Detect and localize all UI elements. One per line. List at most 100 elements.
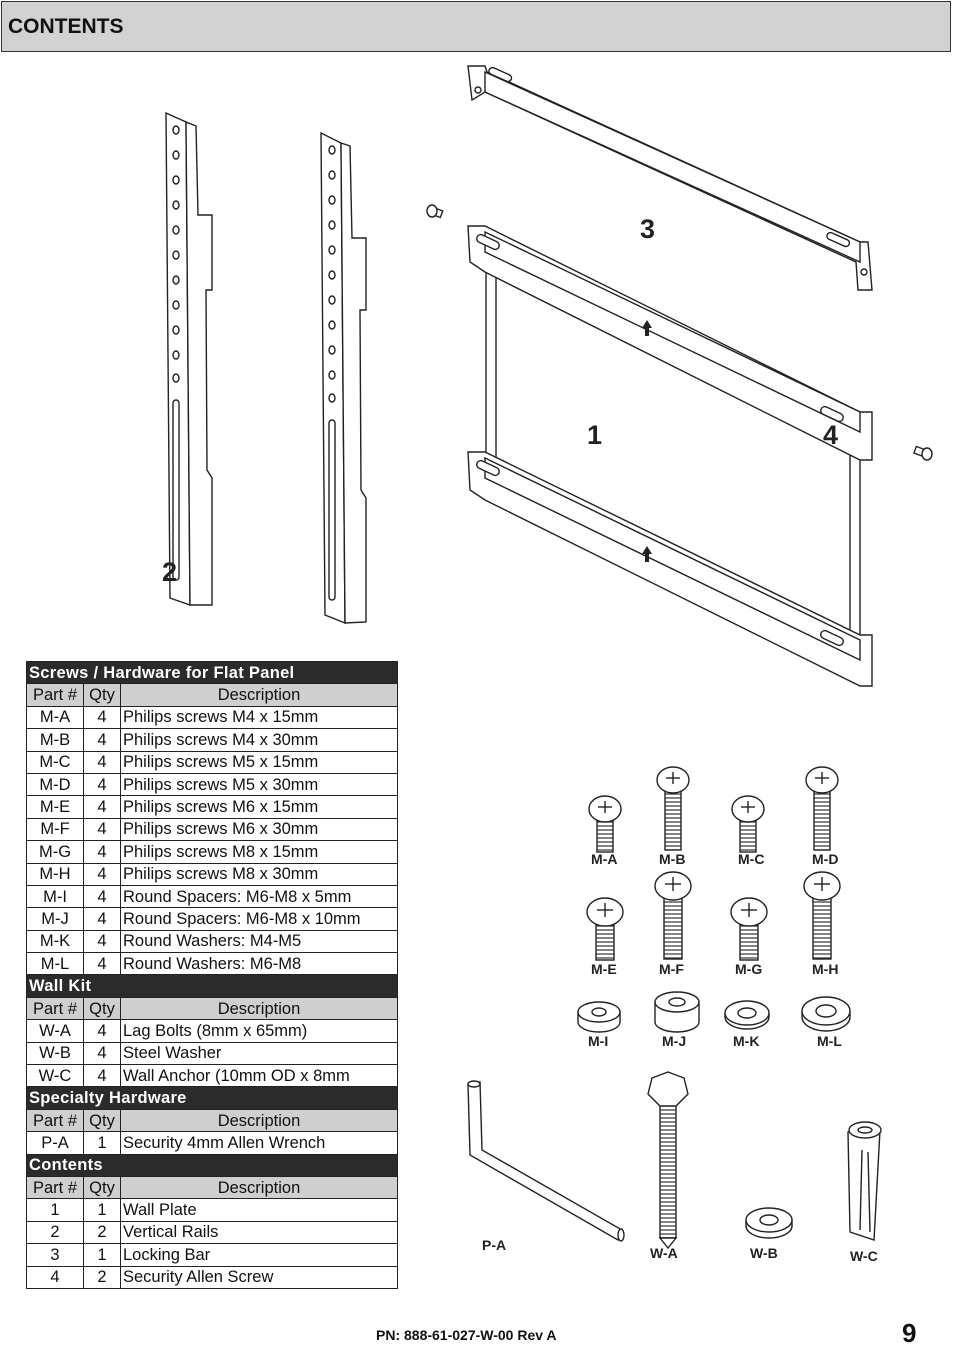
column-header-part: Part # [26, 1175, 84, 1200]
description-cell: Round Spacers: M6-M8 x 10mm [120, 907, 398, 931]
description-cell: Wall Plate [120, 1198, 398, 1222]
description-cell: Philips screws M5 x 30mm [120, 772, 398, 797]
qty-cell: 4 [83, 1041, 121, 1066]
security-screw-right [913, 445, 933, 461]
page-number: 9 [902, 1318, 917, 1348]
section-title: Wall Kit [26, 974, 398, 998]
qty-cell: 4 [83, 884, 121, 909]
security-screw-left [426, 204, 444, 219]
screw-m-b-icon [656, 766, 690, 851]
part-number-cell: M-K [26, 929, 84, 954]
vertical-rail-right [320, 131, 367, 625]
part-number-cell: M-D [26, 772, 84, 797]
label-m-k: M-K [733, 1033, 759, 1049]
description-cell: Round Washers: M6-M8 [120, 952, 398, 976]
qty-cell: 1 [83, 1131, 121, 1155]
part-number-cell: 1 [26, 1198, 84, 1222]
part-number-cell: M-H [26, 862, 84, 886]
label-m-h: M-H [812, 961, 838, 977]
description-cell: Locking Bar [120, 1243, 398, 1267]
label-m-e: M-E [591, 961, 617, 977]
label-p-a: P-A [482, 1237, 506, 1253]
screw-m-f-icon [654, 871, 692, 960]
part-number-cell: M-L [26, 952, 84, 976]
column-header-description: Description [120, 996, 398, 1021]
screw-m-c-icon [731, 795, 765, 853]
qty-cell: 4 [83, 952, 121, 976]
part-number-cell: M-B [26, 728, 84, 752]
qty-cell: 4 [83, 862, 121, 886]
description-cell: Lag Bolts (8mm x 65mm) [120, 1019, 398, 1043]
description-cell: Philips screws M5 x 15mm [120, 750, 398, 774]
column-header-qty: Qty [83, 1108, 121, 1133]
screw-m-d-icon [805, 766, 839, 851]
part-number-cell: W-A [26, 1019, 84, 1043]
label-w-a: W-A [650, 1245, 678, 1261]
description-cell: Wall Anchor (10mm OD x 8mm [120, 1064, 398, 1088]
steel-washer-icon [745, 1207, 793, 1239]
part-number-cell: 3 [26, 1243, 84, 1267]
wall-anchor-icon [847, 1121, 882, 1241]
section-header: Screws / Hardware for Flat Panel [26, 660, 398, 685]
column-header-description: Description [120, 683, 398, 707]
qty-cell: 4 [83, 1019, 121, 1043]
column-header-part: Part # [26, 1108, 84, 1133]
qty-cell: 2 [83, 1265, 121, 1289]
screw-m-a-icon [588, 795, 622, 853]
description-cell: Philips screws M6 x 30mm [120, 817, 398, 842]
column-header-qty: Qty [83, 683, 121, 707]
qty-cell: 4 [83, 750, 121, 774]
label-m-g: M-G [735, 961, 762, 977]
part-number: PN: 888-61-027-W-00 Rev A [376, 1327, 557, 1343]
screw-m-h-icon [803, 871, 841, 960]
description-cell: Round Washers: M4-M5 [120, 929, 398, 954]
part-number-cell: M-C [26, 750, 84, 774]
description-cell: Philips screws M8 x 30mm [120, 862, 398, 886]
contents-header: CONTENTS [1, 1, 951, 52]
qty-cell: 1 [83, 1198, 121, 1222]
wall-plate [467, 225, 873, 687]
label-m-j: M-J [662, 1033, 686, 1049]
part-number-cell: P-A [26, 1131, 84, 1155]
qty-cell: 4 [83, 795, 121, 819]
part-number-cell: M-F [26, 817, 84, 842]
part-number-cell: M-E [26, 795, 84, 819]
screw-m-e-icon [586, 897, 624, 961]
column-header-part: Part # [26, 996, 84, 1021]
label-m-c: M-C [738, 851, 764, 867]
page-title: CONTENTS [8, 15, 124, 38]
description-cell: Steel Washer [120, 1041, 398, 1066]
part-number-cell: M-I [26, 884, 84, 909]
description-cell: Round Spacers: M6-M8 x 5mm [120, 884, 398, 909]
label-2: 2 [162, 557, 177, 587]
locking-bar [467, 65, 873, 291]
label-1: 1 [587, 420, 602, 450]
qty-cell: 4 [83, 705, 121, 730]
section-title: Screws / Hardware for Flat Panel [26, 660, 398, 685]
column-header-qty: Qty [83, 1175, 121, 1200]
part-number-cell: M-J [26, 907, 84, 931]
spacer-m-j-icon [654, 991, 700, 1033]
column-header-description: Description [120, 1175, 398, 1200]
part-number-cell: M-A [26, 705, 84, 730]
part-number-cell: 2 [26, 1220, 84, 1245]
qty-cell: 1 [83, 1243, 121, 1267]
